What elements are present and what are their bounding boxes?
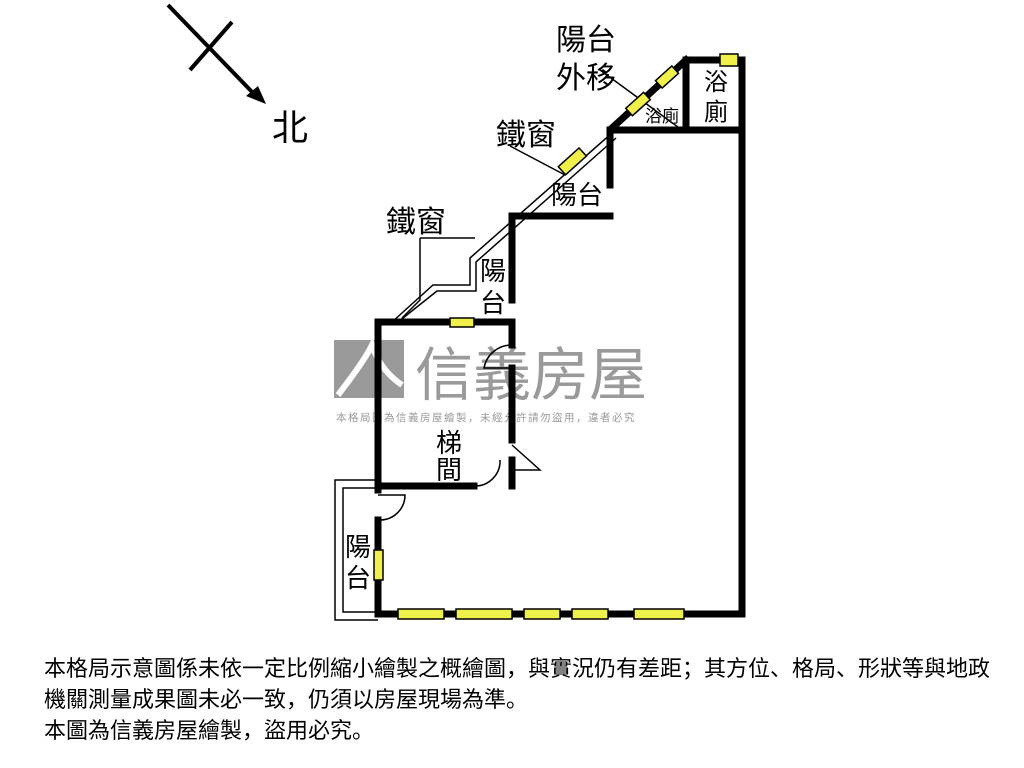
label-stairs-2: 間 — [436, 456, 462, 486]
label-bath-right-2: 廁 — [704, 98, 728, 126]
label-iron-window-2: 鐵窗 — [386, 205, 446, 240]
label-balcony-upper: 陽台 — [551, 181, 603, 211]
label-balcony-moved-1: 陽台 — [556, 23, 616, 58]
watermark: 信義房屋 本格局圖為信義房屋繪製，未經允許請勿盜用，違者必究 — [334, 336, 647, 424]
label-stairs-1: 梯 — [436, 429, 462, 459]
walls — [374, 55, 746, 618]
label-balcony-moved-2: 外移 — [556, 61, 616, 96]
doors — [378, 344, 542, 521]
label-bath-small: 浴廁 — [645, 106, 679, 127]
watermark-brand: 信義房屋 — [415, 341, 647, 409]
disclaimer-line-1: 本格局示意圖係未依一定比例縮小繪製之概繪圖，與實況仍有差距；其方位、格局、形狀等… — [44, 657, 991, 713]
disclaimer: 本格局示意圖係未依一定比例縮小繪製之概繪圖，與實況仍有差距；其方位、格局、形狀等… — [44, 654, 994, 747]
windows — [373, 53, 739, 620]
north-arrow-icon — [166, 3, 266, 104]
label-bath-right-1: 浴 — [704, 68, 728, 96]
label-iron-window-1: 鐵窗 — [496, 118, 556, 153]
label-balcony-mid-2: 台 — [480, 289, 506, 319]
label-balcony-lower-1: 陽 — [345, 533, 371, 563]
watermark-subtext: 本格局圖為信義房屋繪製，未經允許請勿盜用，違者必究 — [336, 411, 636, 424]
label-balcony-mid-1: 陽 — [480, 257, 506, 287]
disclaimer-line-2: 本圖為信義房屋繪製，盜用必究。 — [44, 719, 375, 744]
label-balcony-lower-2: 台 — [345, 564, 371, 594]
north-label: 北 — [272, 108, 308, 149]
